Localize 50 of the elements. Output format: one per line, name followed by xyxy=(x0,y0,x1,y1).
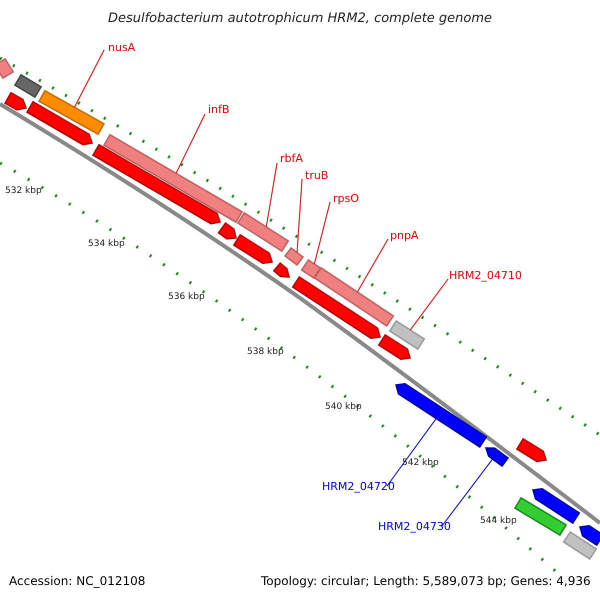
gene-block xyxy=(532,488,580,524)
leader-line xyxy=(176,114,206,174)
leader-line xyxy=(356,238,388,292)
gene-block xyxy=(579,525,600,546)
gene-block xyxy=(26,100,93,146)
gene-block xyxy=(38,90,105,136)
gene-label: rbfA xyxy=(280,153,303,164)
gene-block xyxy=(232,234,273,264)
gene-block xyxy=(284,246,304,266)
leader-line xyxy=(442,458,494,526)
gene-block xyxy=(92,144,221,224)
gene-block xyxy=(314,266,394,328)
accession-text: Accession: NC_012108 xyxy=(9,575,146,587)
gene-block xyxy=(236,212,290,252)
gene-block xyxy=(516,438,547,462)
gene-block xyxy=(272,262,290,278)
title: Desulfobacterium autotrophicum HRM2, complete genome xyxy=(106,12,494,25)
scale-label: 542 kbp xyxy=(402,459,439,468)
gene-block xyxy=(292,276,381,339)
scale-label: 534 kbp xyxy=(88,240,125,249)
gene-label: rpsO xyxy=(333,193,359,204)
gene-block xyxy=(300,258,322,280)
leader-line xyxy=(266,162,278,228)
scale-label: 538 kbp xyxy=(247,348,284,357)
gene-block xyxy=(14,74,42,98)
gene-block xyxy=(484,447,510,468)
leader-line xyxy=(74,50,104,108)
scale-label: 540 kbp xyxy=(325,403,362,412)
gene-block xyxy=(102,134,244,224)
leader-line xyxy=(410,278,448,330)
gene-label: HRM2_04710 xyxy=(449,270,522,281)
genome-summary-text: Topology: circular; Length: 5,589,073 bp; Genes: 4,936 xyxy=(261,575,591,587)
leader-line xyxy=(314,202,330,264)
scale-label: 532 kbp xyxy=(5,187,42,196)
gene-label: infB xyxy=(208,104,230,115)
gene-label: HRM2_04720 xyxy=(322,481,395,492)
gene-block xyxy=(4,92,27,111)
gene-label: pnpA xyxy=(390,230,418,241)
leader-line xyxy=(296,178,302,253)
gene-label: nusA xyxy=(108,42,136,53)
gene-block xyxy=(388,320,426,350)
gene-block xyxy=(378,334,411,360)
gene-block xyxy=(0,58,14,80)
gene-label: HRM2_04730 xyxy=(378,521,451,532)
scale-label: 536 kbp xyxy=(168,293,205,302)
gene-block xyxy=(562,530,598,560)
gene-block xyxy=(395,383,488,448)
gene-label: truB xyxy=(305,170,328,181)
scale-label: 544 kbp xyxy=(480,517,517,526)
leader-line xyxy=(386,418,437,486)
